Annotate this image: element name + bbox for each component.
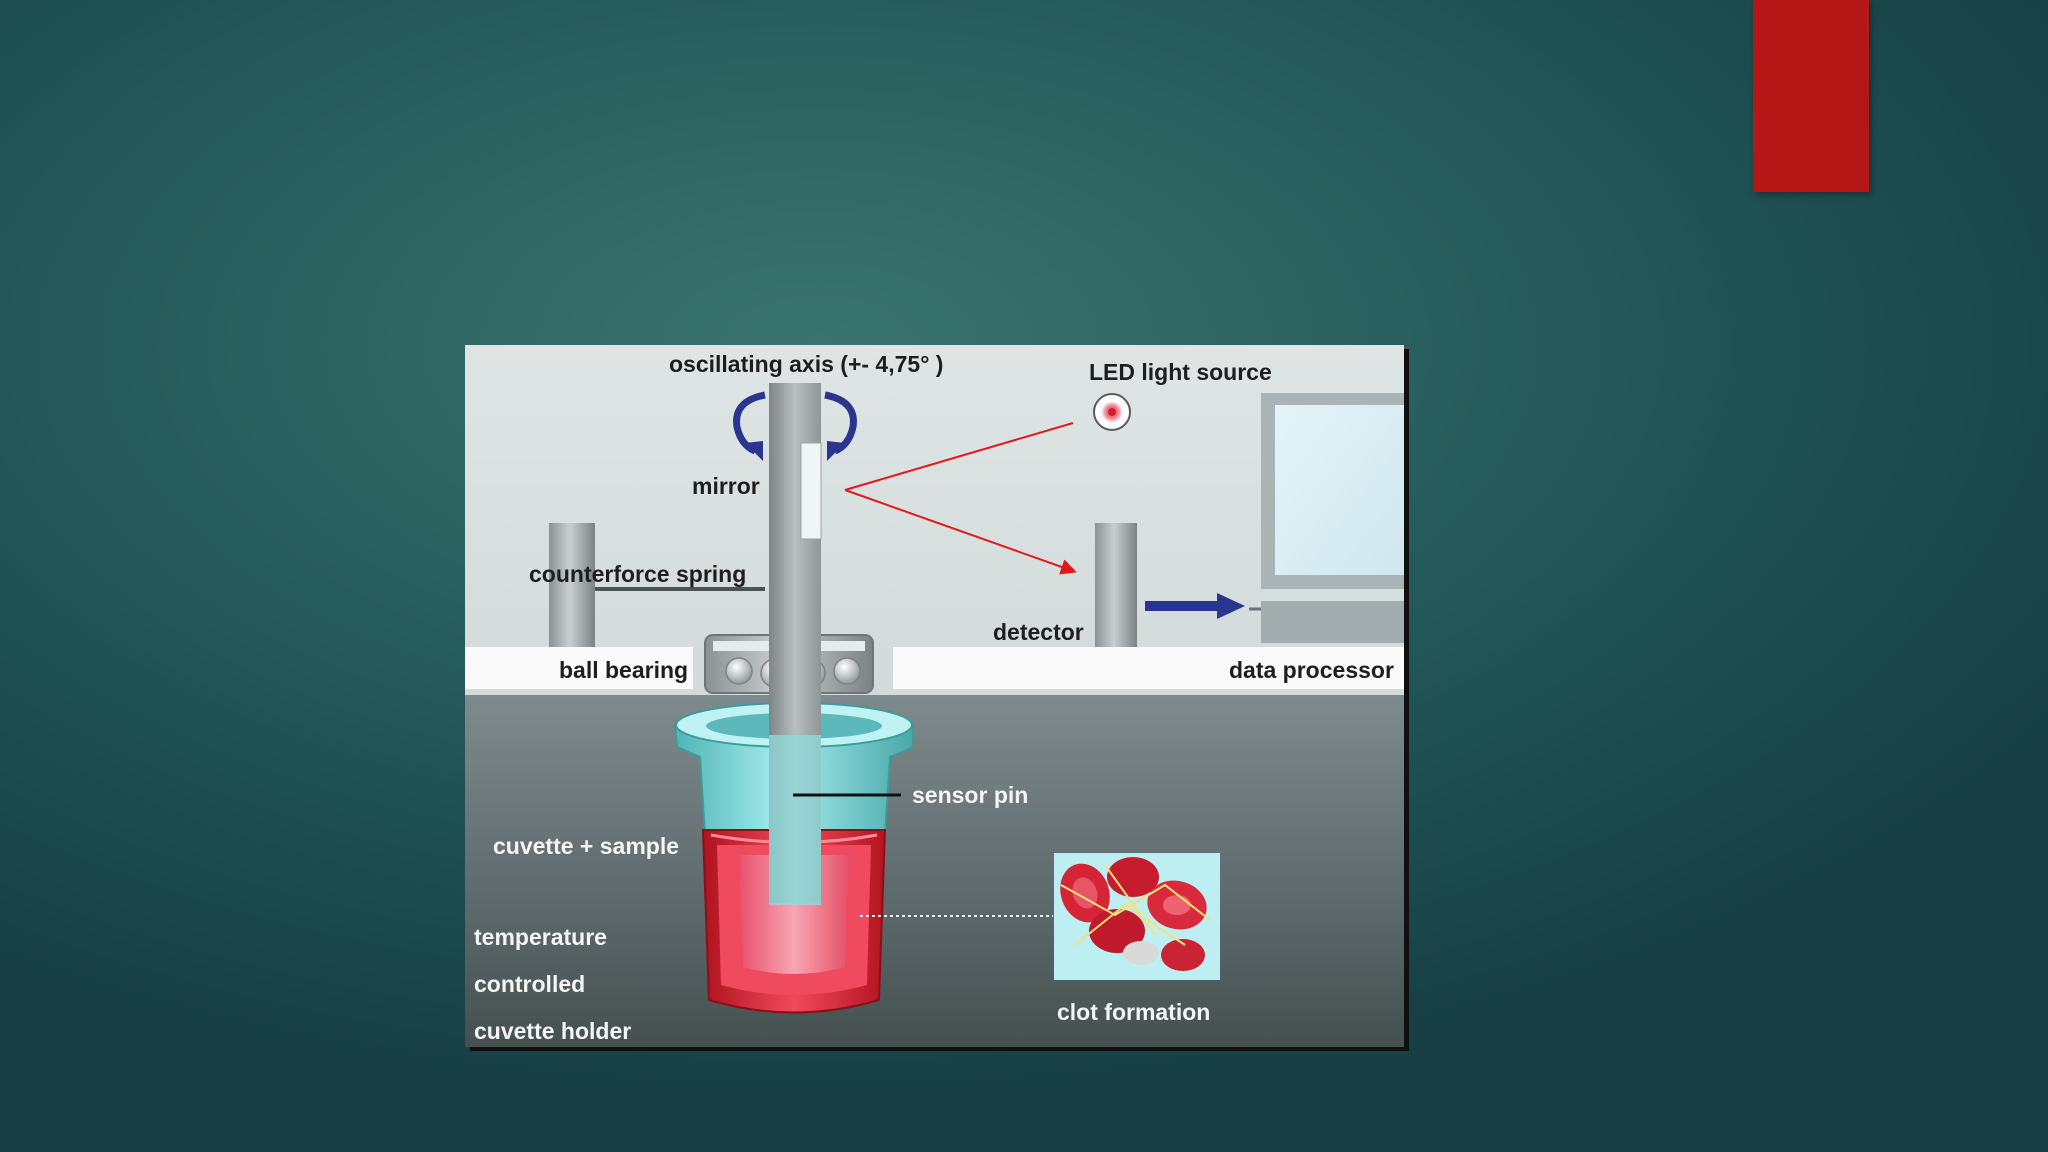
led-icon [1093, 393, 1131, 431]
label-cuvette-sample: cuvette + sample [493, 833, 679, 859]
sensor-pin-submerged [769, 735, 821, 905]
base-plate-right [893, 647, 1404, 689]
upper-panel [465, 345, 1404, 695]
blood-clot-image [1054, 853, 1220, 980]
label-ball-bearing: ball bearing [559, 657, 688, 683]
spring-post [549, 523, 595, 647]
label-led-light-source: LED light source [1089, 359, 1272, 385]
rotation-arrows-icon [733, 391, 857, 455]
signal-arrow [1145, 593, 1245, 619]
monitor-icon [1249, 393, 1404, 643]
label-oscillating-axis: oscillating axis (+- 4,75° ) [669, 351, 943, 377]
rotation-arrowhead-left [745, 441, 763, 461]
reflected-beam [844, 489, 1077, 575]
lower-panel [465, 695, 1404, 1047]
label-sensor-pin: sensor pin [912, 782, 1028, 808]
label-controlled: controlled [474, 971, 585, 997]
sample [701, 829, 887, 1014]
label-counterforce-spring: counterforce spring [529, 561, 746, 587]
label-clot-formation: clot formation [1057, 999, 1210, 1025]
corner-accent-tab [1753, 0, 1869, 192]
base-plate-left [465, 647, 693, 689]
incident-beam [844, 422, 1074, 491]
mirror-plate [800, 442, 822, 540]
label-temperature: temperature [474, 924, 607, 950]
label-cuvette-holder: cuvette holder [474, 1018, 631, 1044]
label-data-processor: data processor [1229, 657, 1394, 683]
rotem-diagram: oscillating axis (+- 4,75° ) LED light s… [465, 345, 1404, 1047]
label-mirror: mirror [692, 473, 760, 499]
detector-post [1095, 523, 1137, 647]
rotation-arrowhead-right [827, 441, 845, 461]
label-detector: detector [993, 619, 1084, 645]
